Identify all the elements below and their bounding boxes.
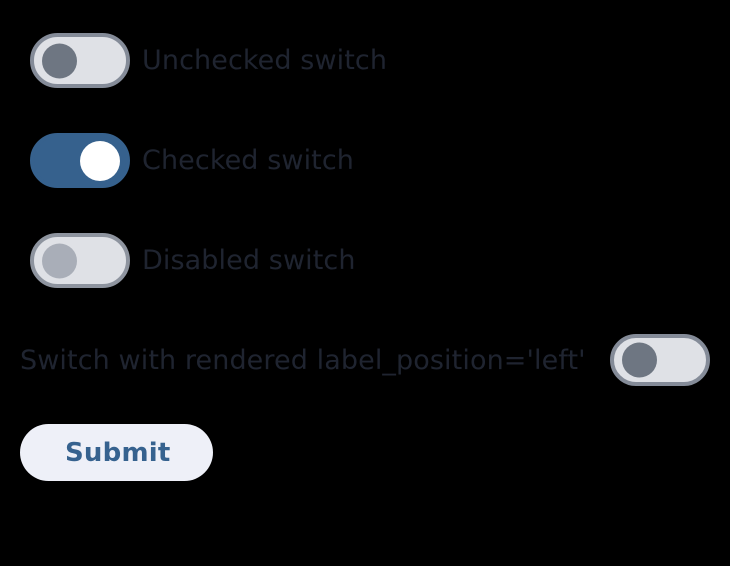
switch-thumb-icon <box>42 43 77 78</box>
switch-row-label-left: Switch with rendered label_position='lef… <box>20 334 710 386</box>
checked-switch-toggle[interactable] <box>30 133 130 188</box>
checked-switch-label: Checked switch <box>142 145 355 176</box>
switch-thumb-icon <box>42 243 77 278</box>
label-left-switch-toggle[interactable] <box>610 334 710 386</box>
unchecked-switch-toggle[interactable] <box>30 33 130 88</box>
disabled-switch-label: Disabled switch <box>142 245 356 276</box>
unchecked-switch-label: Unchecked switch <box>142 45 388 76</box>
disabled-switch-toggle <box>30 233 130 288</box>
switch-thumb-icon <box>80 140 120 181</box>
label-left-switch-label: Switch with rendered label_position='lef… <box>20 344 586 376</box>
switch-thumb-icon <box>622 342 657 378</box>
switch-row-unchecked: Unchecked switch <box>30 33 387 88</box>
switch-row-disabled: Disabled switch <box>30 233 356 288</box>
submit-button[interactable]: Submit <box>20 424 213 481</box>
switch-row-checked: Checked switch <box>30 133 354 188</box>
